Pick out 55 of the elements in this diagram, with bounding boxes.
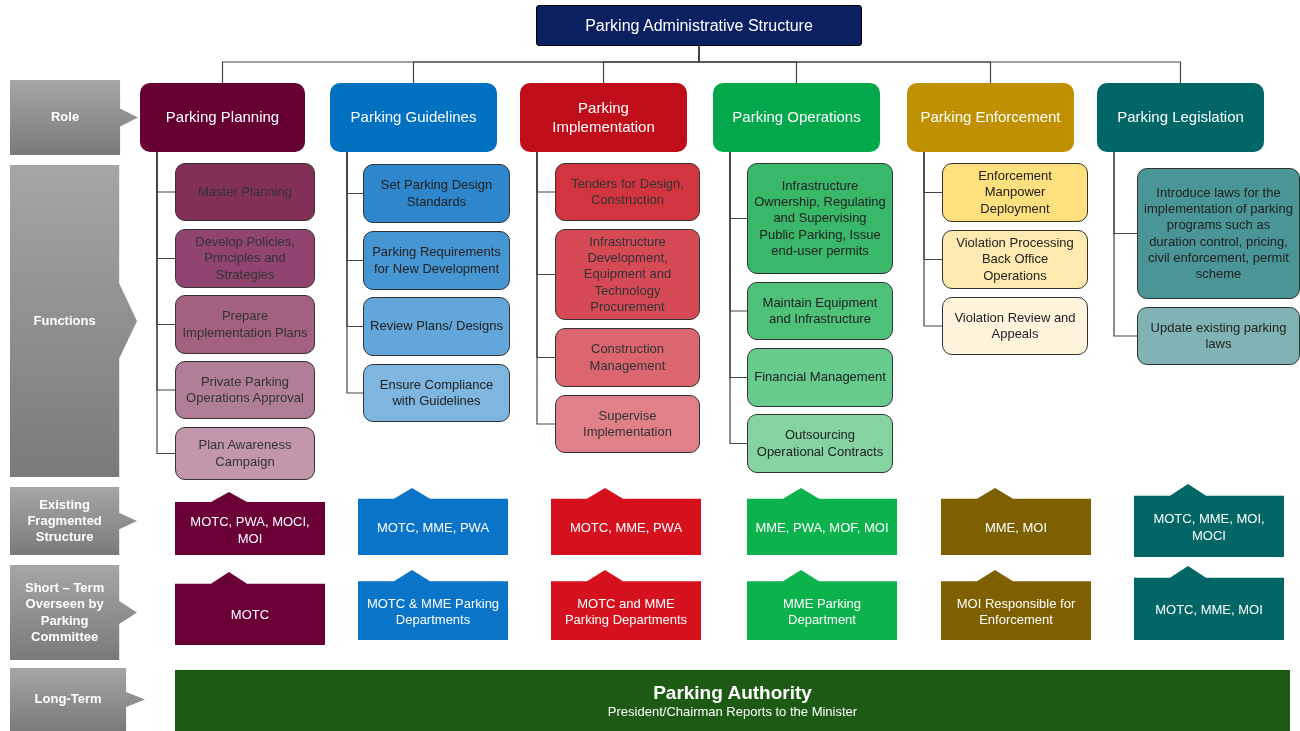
connector-line [346,151,364,394]
function-box: Review Plans/ Designs [363,297,510,356]
connector-line [729,151,748,445]
agency-tag: MOTC, MME, MOI [1134,566,1284,640]
agency-tag: MOTC, MME, MOI, MOCI [1134,484,1284,557]
role-box: Parking Implementation [520,83,687,152]
row-header: Long-Term [10,668,145,731]
function-box: Maintain Equipment and Infrastructure [747,282,893,340]
function-box: Ensure Compliance with Guidelines [363,364,510,422]
function-box: Violation Review and Appeals [942,297,1088,355]
function-box: Private Parking Operations Approval [175,361,315,419]
row-header: Functions [10,165,137,477]
function-box: Violation Processing Back Office Operations [942,230,1088,289]
function-box: Develop Policies, Principles and Strategies [175,229,315,288]
function-box: Master Planning [175,163,315,221]
function-box: Enforcement Manpower Deployment [942,163,1088,222]
role-box: Parking Guidelines [330,83,497,152]
role-box: Parking Operations [713,83,880,152]
header-box: Parking Administrative Structure [536,5,862,46]
agency-tag: MOI Responsible for Enforcement [941,570,1091,640]
connector-line [156,151,176,455]
function-box: Supervise Implementation [555,395,700,453]
row-header: Short – Term Overseen by Parking Committee [10,565,137,660]
connector-line [923,151,943,327]
role-box: Parking Legislation [1097,83,1264,152]
agency-tag: MOTC, MME, PWA [551,488,701,555]
function-box: Construction Management [555,328,700,387]
role-box: Parking Planning [140,83,305,152]
function-box: Infrastructure Ownership, Regulating and Supervising Public Parking, Issue end-user permits [747,163,893,274]
agency-tag: MME, PWA, MOF, MOI [747,488,897,555]
agency-tag: MOTC, PWA, MOCI, MOI [175,492,325,555]
authority-banner [175,670,1290,731]
agency-tag: MOTC & MME Parking Departments [358,570,508,640]
row-header: Role [10,80,138,155]
role-box: Parking Enforcement [907,83,1074,152]
function-box: Tenders for Design, Construction [555,163,700,221]
function-box: Set Parking Design Standards [363,164,510,223]
function-box: Plan Awareness Campaign [175,427,315,480]
function-box: Update existing parking laws [1137,307,1300,365]
agency-tag: MOTC and MME Parking Departments [551,570,701,640]
row-header: Existing Fragmented Structure [10,487,137,555]
connector-line [1113,151,1138,337]
agency-tag: MOTC [175,572,325,645]
connector-line [536,151,556,425]
agency-tag: MME Parking Department [747,570,897,640]
function-box: Financial Management [747,348,893,407]
agency-tag: MOTC, MME, PWA [358,488,508,555]
banner-heading: Parking Authority [653,680,812,705]
function-box: Introduce laws for the implementation of parking programs such as duration control, pricing, civil enforcement, permit scheme [1137,168,1300,299]
function-box: Parking Requirements for New Development [363,231,510,290]
agency-tag: MME, MOI [941,488,1091,555]
function-box: Prepare Implementation Plans [175,295,315,354]
function-box: Outsourcing Operational Contracts [747,414,893,473]
banner-subtitle: President/Chairman Reports to the Minister [607,704,858,721]
function-box: Infrastructure Development, Equipment and Technology Procurement [555,229,700,320]
